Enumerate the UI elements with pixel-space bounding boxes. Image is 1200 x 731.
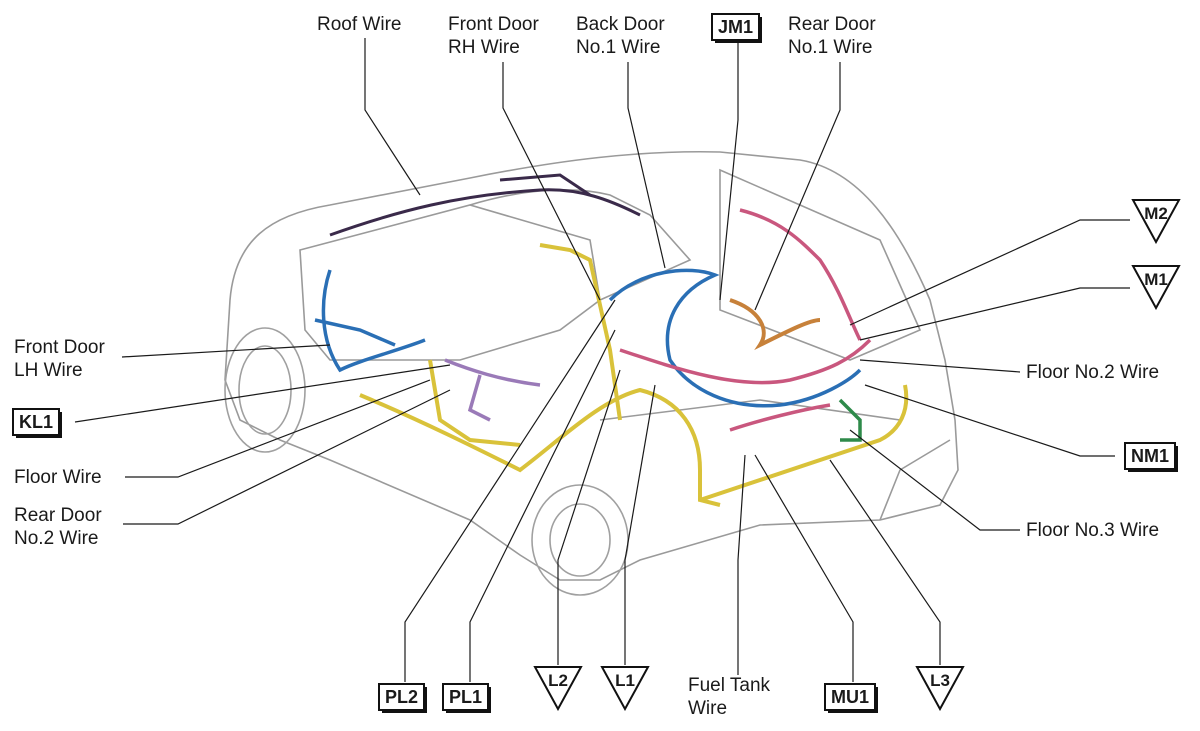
connector-pl2: PL2 — [378, 683, 428, 713]
front-door-lh-harness — [314, 269, 426, 373]
back-door-harness — [608, 268, 862, 408]
connector-kl1: KL1 — [12, 408, 63, 438]
roof-wire-harness — [329, 173, 641, 237]
floor-no2-wire-label: Floor No.2 Wire — [1026, 362, 1160, 383]
triangle-icon — [600, 666, 650, 711]
front-door-rh-wire-label: Front Door RH Wire — [448, 14, 539, 58]
connector-m2: M2 — [1131, 198, 1181, 244]
floor-wire-harness — [359, 243, 909, 507]
back-door-no1-wire-label: Back Door No.1 Wire — [576, 14, 665, 58]
triangle-icon — [915, 666, 965, 711]
triangle-icon — [1131, 265, 1181, 310]
connector-m1: M1 — [1131, 264, 1181, 310]
floor-no3-harness — [838, 398, 862, 442]
connector-mu1: MU1 — [824, 683, 879, 713]
floor-no2-harness — [619, 208, 872, 432]
front-door-lh-wire-label: Front Door LH Wire — [14, 337, 105, 381]
wheel-rear — [531, 484, 629, 596]
roof-wire-label: Roof Wire — [317, 14, 402, 35]
connector-l3: L3 — [915, 665, 965, 711]
connector-jm1: JM1 — [711, 13, 763, 43]
leader-lines — [74, 38, 1130, 682]
rear-door-no2-wire-label: Rear Door No.2 Wire — [14, 505, 102, 549]
rear-door-no2-harness — [444, 358, 541, 422]
car-body-outline — [224, 150, 959, 581]
rear-door-no1-harness — [729, 298, 821, 351]
floor-no3-wire-label: Floor No.3 Wire — [1026, 520, 1160, 541]
connector-l2: L2 — [533, 665, 583, 711]
fuel-tank-wire-label: Fuel Tank Wire — [688, 675, 771, 719]
connector-pl1: PL1 — [442, 683, 492, 713]
triangle-icon — [1131, 199, 1181, 244]
rear-door-no1-wire-label: Rear Door No.1 Wire — [788, 14, 876, 58]
floor-wire-label: Floor Wire — [14, 467, 102, 488]
triangle-icon — [533, 666, 583, 711]
connector-l1: L1 — [600, 665, 650, 711]
wheel-front-left — [224, 327, 306, 453]
connector-nm1: NM1 — [1124, 442, 1179, 472]
